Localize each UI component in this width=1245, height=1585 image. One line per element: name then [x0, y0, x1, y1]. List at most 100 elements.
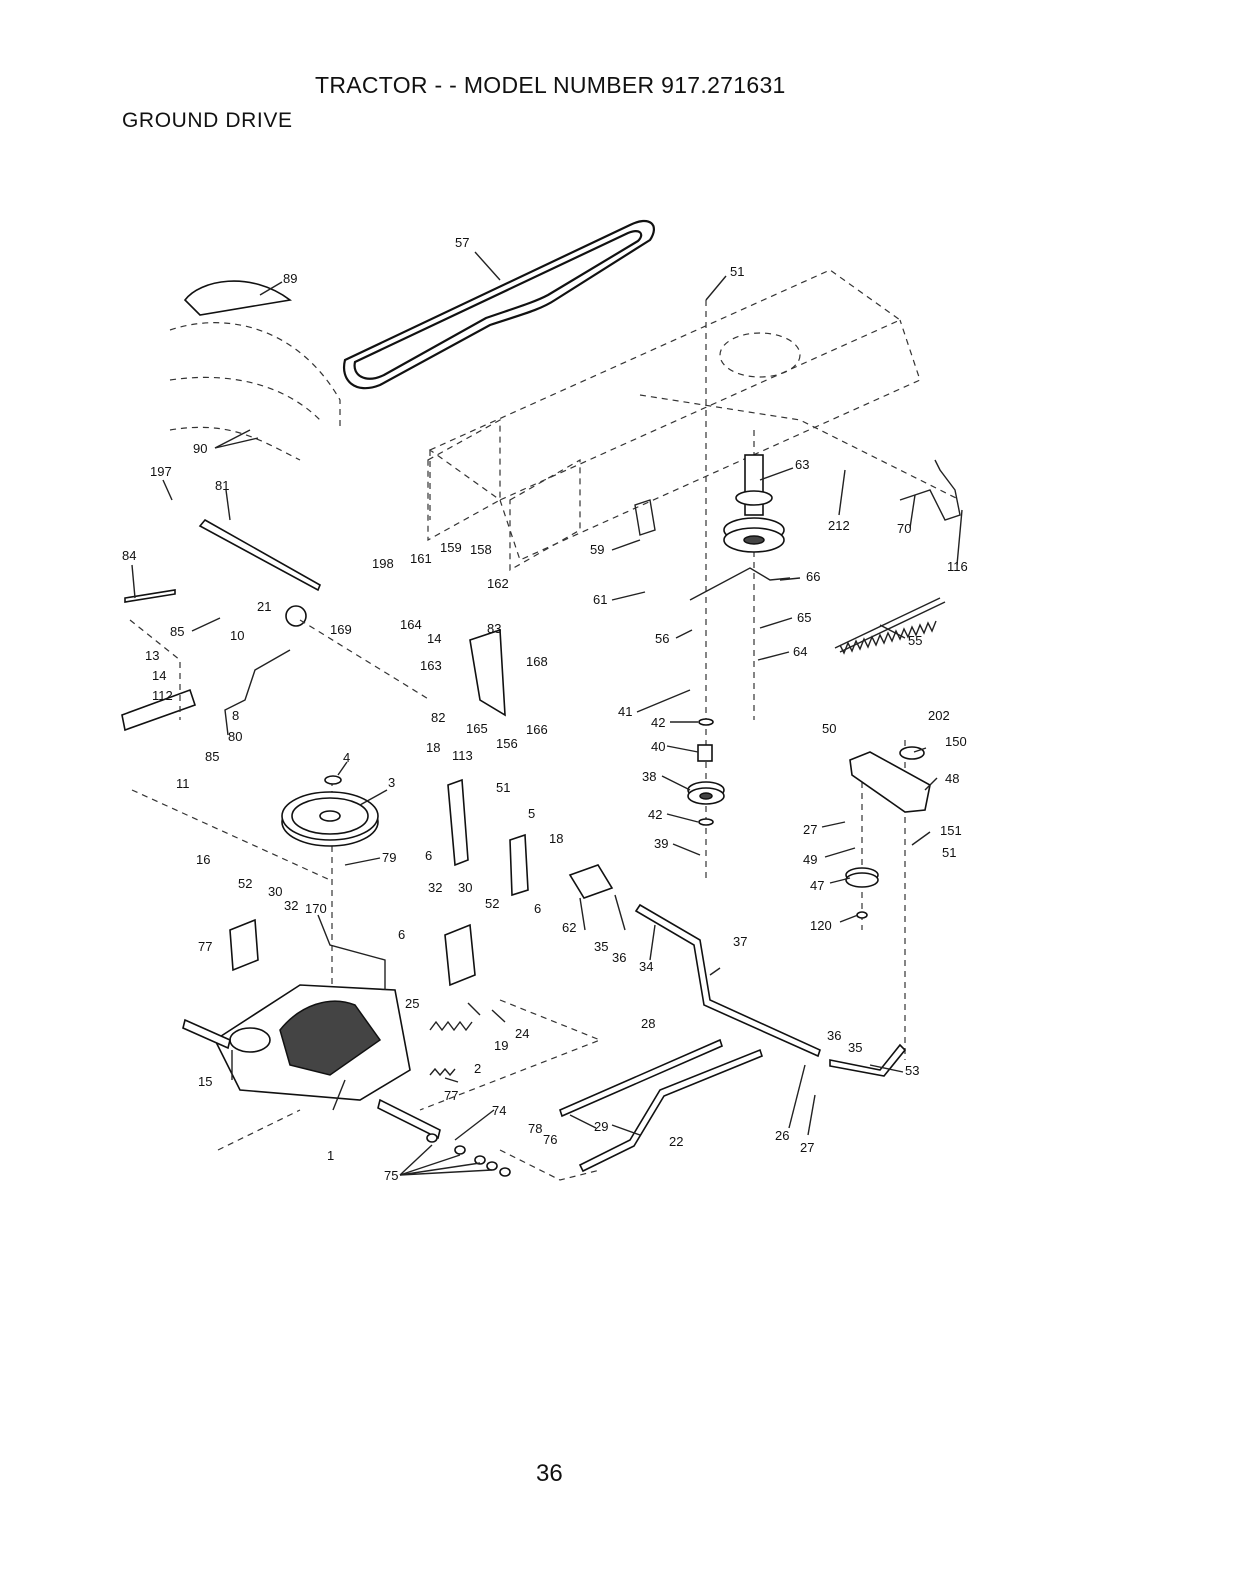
callout-10: 10 — [230, 628, 244, 643]
callout-116: 116 — [947, 559, 968, 574]
callout-49: 49 — [803, 852, 817, 867]
page-title: TRACTOR - - MODEL NUMBER 917.271631 — [315, 72, 786, 98]
callout-166: 166 — [526, 722, 548, 737]
callout-48: 48 — [945, 771, 959, 786]
callout-27: 27 — [803, 822, 817, 837]
callout-35: 35 — [594, 939, 608, 954]
page-number: 36 — [536, 1460, 563, 1487]
bracket-30-left-part — [229, 918, 259, 972]
frame-outline — [428, 269, 961, 561]
idler-bracket-part — [849, 751, 931, 813]
lower-guide-lines — [129, 619, 602, 1181]
callout-4: 4 — [343, 750, 350, 765]
callout-197: 197 — [150, 464, 172, 479]
callout-120: 120 — [810, 918, 832, 933]
bracket-59-part — [634, 499, 656, 536]
callout-8: 8 — [232, 708, 239, 723]
callout-70: 70 — [897, 521, 911, 536]
transaxle-part — [182, 984, 441, 1140]
callout-35b: 35 — [848, 1040, 862, 1055]
callout-16: 16 — [196, 852, 210, 867]
callout-81: 81 — [215, 478, 229, 493]
callout-89: 89 — [283, 271, 297, 286]
washer-part — [324, 775, 342, 785]
shift-rod-part — [317, 914, 386, 990]
callout-63: 63 — [795, 457, 809, 472]
shaft-part — [198, 518, 322, 592]
callout-112: 112 — [152, 688, 173, 703]
callout-53: 53 — [905, 1063, 919, 1078]
callout-161: 161 — [410, 551, 432, 566]
callout-34: 34 — [639, 959, 653, 974]
rod-34-part — [634, 903, 821, 1058]
callout-66: 66 — [806, 569, 820, 584]
lever-70-part — [899, 459, 961, 521]
callout-198: 198 — [372, 556, 394, 571]
callout-55: 55 — [908, 633, 922, 648]
callout-165: 165 — [466, 721, 488, 736]
callout-41: 41 — [618, 704, 632, 719]
callout-77: 77 — [198, 939, 212, 954]
transmission-pulley-part — [281, 791, 379, 847]
callout-76: 76 — [543, 1132, 557, 1147]
callout-52b: 52 — [485, 896, 499, 911]
assembly-axes — [331, 300, 906, 1060]
rod-53-part — [829, 1043, 907, 1077]
lower-pulley-assembly — [687, 718, 725, 826]
callout-36: 36 — [612, 950, 626, 965]
callout-37: 37 — [733, 934, 747, 949]
callout-28: 28 — [641, 1016, 655, 1031]
callout-61: 61 — [593, 592, 607, 607]
callout-30: 30 — [268, 884, 282, 899]
mounting-plate-part — [121, 688, 197, 732]
section-title: GROUND DRIVE — [122, 109, 293, 132]
callout-24: 24 — [515, 1026, 529, 1041]
callout-78: 78 — [528, 1121, 542, 1136]
callout-51b: 51 — [496, 780, 510, 795]
callout-32b: 32 — [428, 880, 442, 895]
callout-50: 50 — [822, 721, 836, 736]
callout-6b: 6 — [534, 901, 541, 916]
bracket-30-part — [444, 923, 476, 987]
spring-2-part — [429, 1067, 456, 1077]
callout-84: 84 — [122, 548, 136, 563]
drive-belt-inner — [353, 230, 643, 380]
callout-15: 15 — [198, 1074, 212, 1089]
callout-90: 90 — [193, 441, 207, 456]
callout-26: 26 — [775, 1128, 789, 1143]
frame-plate — [427, 418, 501, 542]
callout-29: 29 — [594, 1119, 608, 1134]
callout-151: 151 — [940, 823, 962, 838]
callout-47: 47 — [810, 878, 824, 893]
bushing-62-part — [568, 864, 614, 899]
callout-36b: 36 — [827, 1028, 841, 1043]
callout-2: 2 — [474, 1061, 481, 1076]
washer-stack-part — [426, 1133, 511, 1177]
callout-159: 159 — [440, 540, 462, 555]
callout-6c: 6 — [398, 927, 405, 942]
callout-39: 39 — [654, 836, 668, 851]
tie-rod-part — [124, 589, 176, 603]
callout-80: 80 — [228, 729, 242, 744]
callout-65: 65 — [797, 610, 811, 625]
callout-168: 168 — [526, 654, 548, 669]
callout-40: 40 — [651, 739, 665, 754]
callout-22: 22 — [669, 1134, 683, 1149]
callout-62: 62 — [562, 920, 576, 935]
callout-51c: 51 — [942, 845, 956, 860]
callout-79: 79 — [382, 850, 396, 865]
callout-162: 162 — [487, 576, 509, 591]
callout-163: 163 — [420, 658, 442, 673]
pedal-pad-part — [183, 280, 292, 316]
idler-pulley-47 — [845, 867, 879, 919]
callout-59: 59 — [590, 542, 604, 557]
callout-85: 85 — [170, 624, 184, 639]
callout-38: 38 — [642, 769, 656, 784]
fender-outline — [169, 322, 341, 461]
callout-13: 13 — [145, 648, 159, 663]
callout-75: 75 — [384, 1168, 398, 1183]
callout-30b: 30 — [458, 880, 472, 895]
callout-1: 1 — [327, 1148, 334, 1163]
callout-169: 169 — [330, 622, 352, 637]
callout-164: 164 — [400, 617, 422, 632]
